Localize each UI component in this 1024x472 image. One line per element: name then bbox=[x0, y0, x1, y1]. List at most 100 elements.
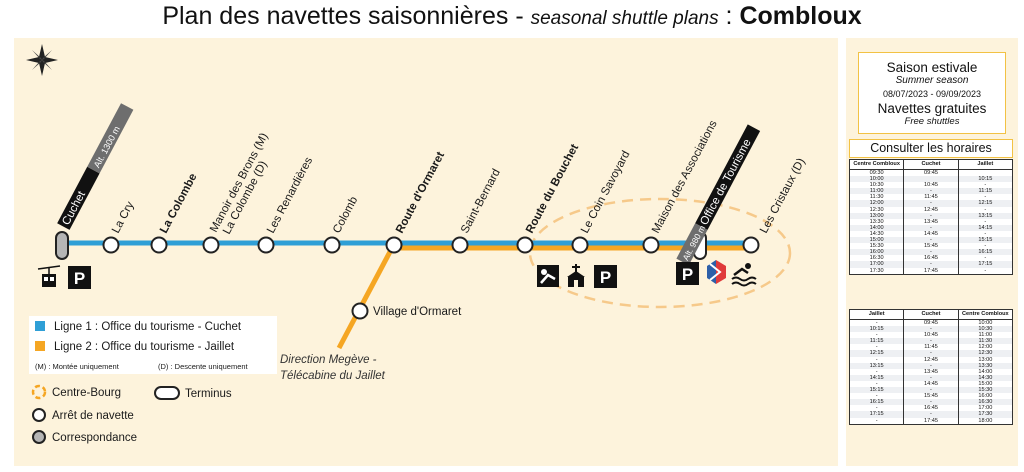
free-en: Free shuttles bbox=[904, 116, 960, 127]
stop-coin-savoyard bbox=[571, 236, 589, 254]
table-row: 17:00-17:15 bbox=[848, 261, 1014, 268]
table-cell: 09:45 bbox=[903, 319, 959, 327]
table-cell: 10:15 bbox=[957, 176, 1014, 183]
legend-correspondance: Correspondance bbox=[52, 432, 137, 444]
label-la-cry: La Cry bbox=[110, 200, 137, 236]
table-row: 14:00-14:15 bbox=[848, 224, 1014, 231]
table-cell: 10:00 bbox=[957, 319, 1014, 327]
table-row: 14:15-14:30 bbox=[848, 374, 1014, 381]
table-cell bbox=[957, 169, 1014, 177]
tt1-header: Centre Combloux bbox=[848, 159, 905, 170]
legend-arret-icon bbox=[32, 408, 46, 422]
playground-icon bbox=[537, 265, 559, 287]
legend-centre-icon bbox=[31, 384, 47, 400]
table-row: 15:15-15:30 bbox=[848, 387, 1014, 394]
table-cell: 17:15 bbox=[957, 261, 1014, 268]
consult-schedules: Consulter les horaires bbox=[849, 139, 1013, 158]
stop-maison-associations bbox=[642, 236, 660, 254]
table-cell: 09:30 bbox=[848, 169, 905, 177]
table-cell: 15:00 bbox=[957, 380, 1014, 388]
table-cell: - bbox=[848, 417, 905, 425]
svg-text:Office de Tourisme: Office de Tourisme bbox=[698, 137, 753, 227]
swimming-icon bbox=[731, 263, 757, 287]
table-cell: - bbox=[957, 182, 1014, 189]
table-cell: 18:00 bbox=[957, 417, 1014, 425]
church-icon bbox=[567, 264, 585, 287]
legend: Ligne 1 : Office du tourisme - Cuchet Li… bbox=[29, 316, 277, 444]
table-row: 13:00-13:15 bbox=[848, 212, 1014, 219]
tt2-header: Jaillet bbox=[848, 309, 905, 320]
table-row: 11:15-11:30 bbox=[848, 338, 1014, 345]
tourist-info-icon bbox=[707, 260, 726, 284]
season-box: Saison estivale Summer season 08/07/2023… bbox=[858, 52, 1006, 134]
map-svg: Cuchet Alt. 1300 m Alt. 980 m Office de … bbox=[26, 44, 808, 444]
table-cell: 11:00 bbox=[957, 332, 1014, 339]
tt1-header: Cuchet bbox=[903, 159, 959, 170]
table-row: 12:00-12:15 bbox=[848, 200, 1014, 207]
table-row: 10:15-10:30 bbox=[848, 326, 1014, 333]
stop-colomb bbox=[323, 236, 341, 254]
table-cell: 10:30 bbox=[957, 326, 1014, 333]
table-row: 16:15-16:30 bbox=[848, 399, 1014, 406]
table-cell: - bbox=[957, 230, 1014, 238]
table-cell: 13:00 bbox=[957, 356, 1014, 363]
table-cell: 12:15 bbox=[957, 200, 1014, 207]
title-subtitle: seasonal shuttle plans bbox=[530, 8, 719, 29]
stop-cristaux bbox=[742, 236, 760, 254]
table-cell: 17:00 bbox=[957, 405, 1014, 412]
stop-route-ormaret bbox=[385, 236, 403, 254]
table-cell: 09:45 bbox=[903, 169, 959, 177]
svg-text:Cuchet: Cuchet bbox=[60, 189, 88, 228]
legend-arret: Arrêt de navette bbox=[52, 410, 134, 422]
table-cell: 15:30 bbox=[957, 387, 1014, 394]
label-renardieres: Les Renardières bbox=[265, 155, 315, 235]
label-village-ormaret: Village d'Ormaret bbox=[373, 306, 462, 318]
tt2-header: Centre Combloux bbox=[957, 309, 1014, 320]
season-en: Summer season bbox=[895, 75, 969, 86]
stop-cuchet bbox=[55, 231, 69, 260]
title-place: Combloux bbox=[739, 2, 862, 30]
label-route-bouchet: Route du Bouchet bbox=[524, 142, 581, 235]
svg-text:P: P bbox=[74, 269, 85, 288]
label-coin-savoyard: Le Coin Savoyard bbox=[579, 149, 633, 235]
table-cell: - bbox=[848, 319, 905, 327]
svg-text:P: P bbox=[682, 265, 693, 284]
compass-icon bbox=[26, 44, 58, 76]
parking-icon: P bbox=[68, 266, 91, 289]
table-cell: 16:30 bbox=[957, 399, 1014, 406]
table-cell: 13:15 bbox=[957, 212, 1014, 219]
table-row: 16:00-16:15 bbox=[848, 249, 1014, 256]
stop-route-bouchet bbox=[516, 236, 534, 254]
parking-icon-3: P bbox=[676, 262, 699, 285]
table-cell: 12:30 bbox=[957, 350, 1014, 357]
svg-text:P: P bbox=[600, 268, 611, 287]
table-cell: 15:15 bbox=[957, 237, 1014, 244]
table-cell: 16:15 bbox=[957, 249, 1014, 256]
legend-terminus-icon bbox=[154, 386, 180, 400]
table-cell: - bbox=[957, 206, 1014, 213]
title-main: Plan des navettes saisonnières bbox=[162, 2, 509, 30]
legend-line2: Ligne 2 : Office du tourisme - Jaillet bbox=[54, 341, 235, 353]
table-cell: 14:30 bbox=[957, 374, 1014, 381]
table-cell: - bbox=[957, 218, 1014, 225]
season-dates: 08/07/2023 - 09/09/2023 bbox=[882, 89, 982, 99]
legend-line2-swatch bbox=[35, 341, 45, 351]
table-cell: - bbox=[957, 255, 1014, 262]
legend-line1-swatch bbox=[35, 321, 45, 331]
